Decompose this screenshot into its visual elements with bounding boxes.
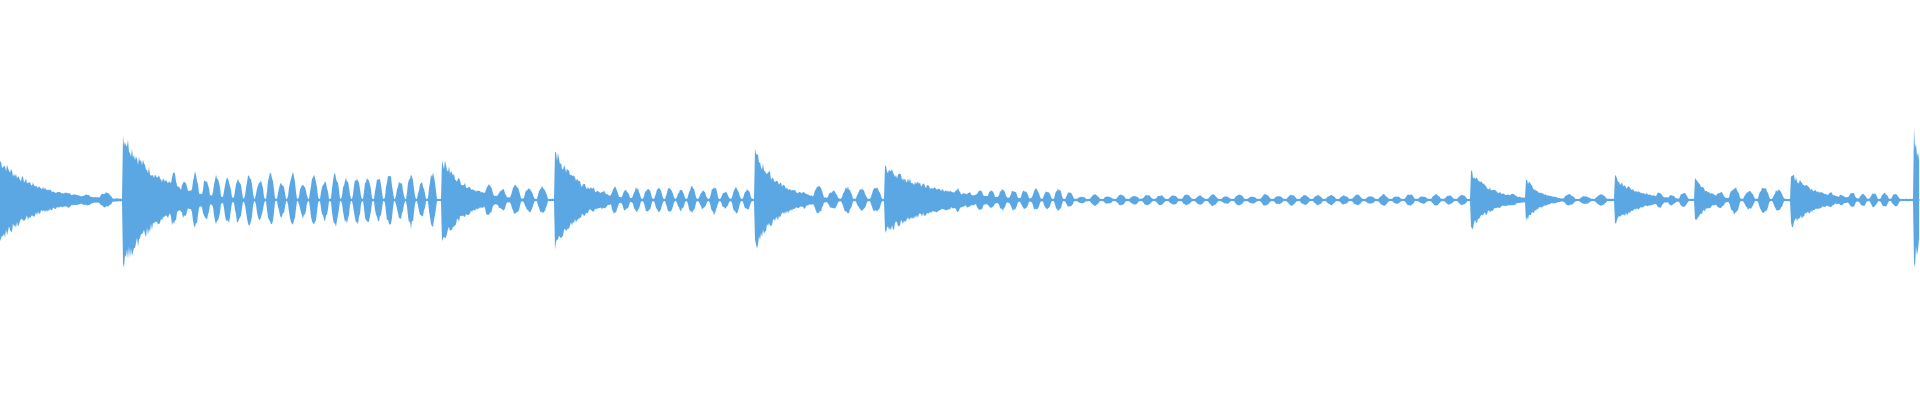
waveform-path xyxy=(0,127,1919,268)
